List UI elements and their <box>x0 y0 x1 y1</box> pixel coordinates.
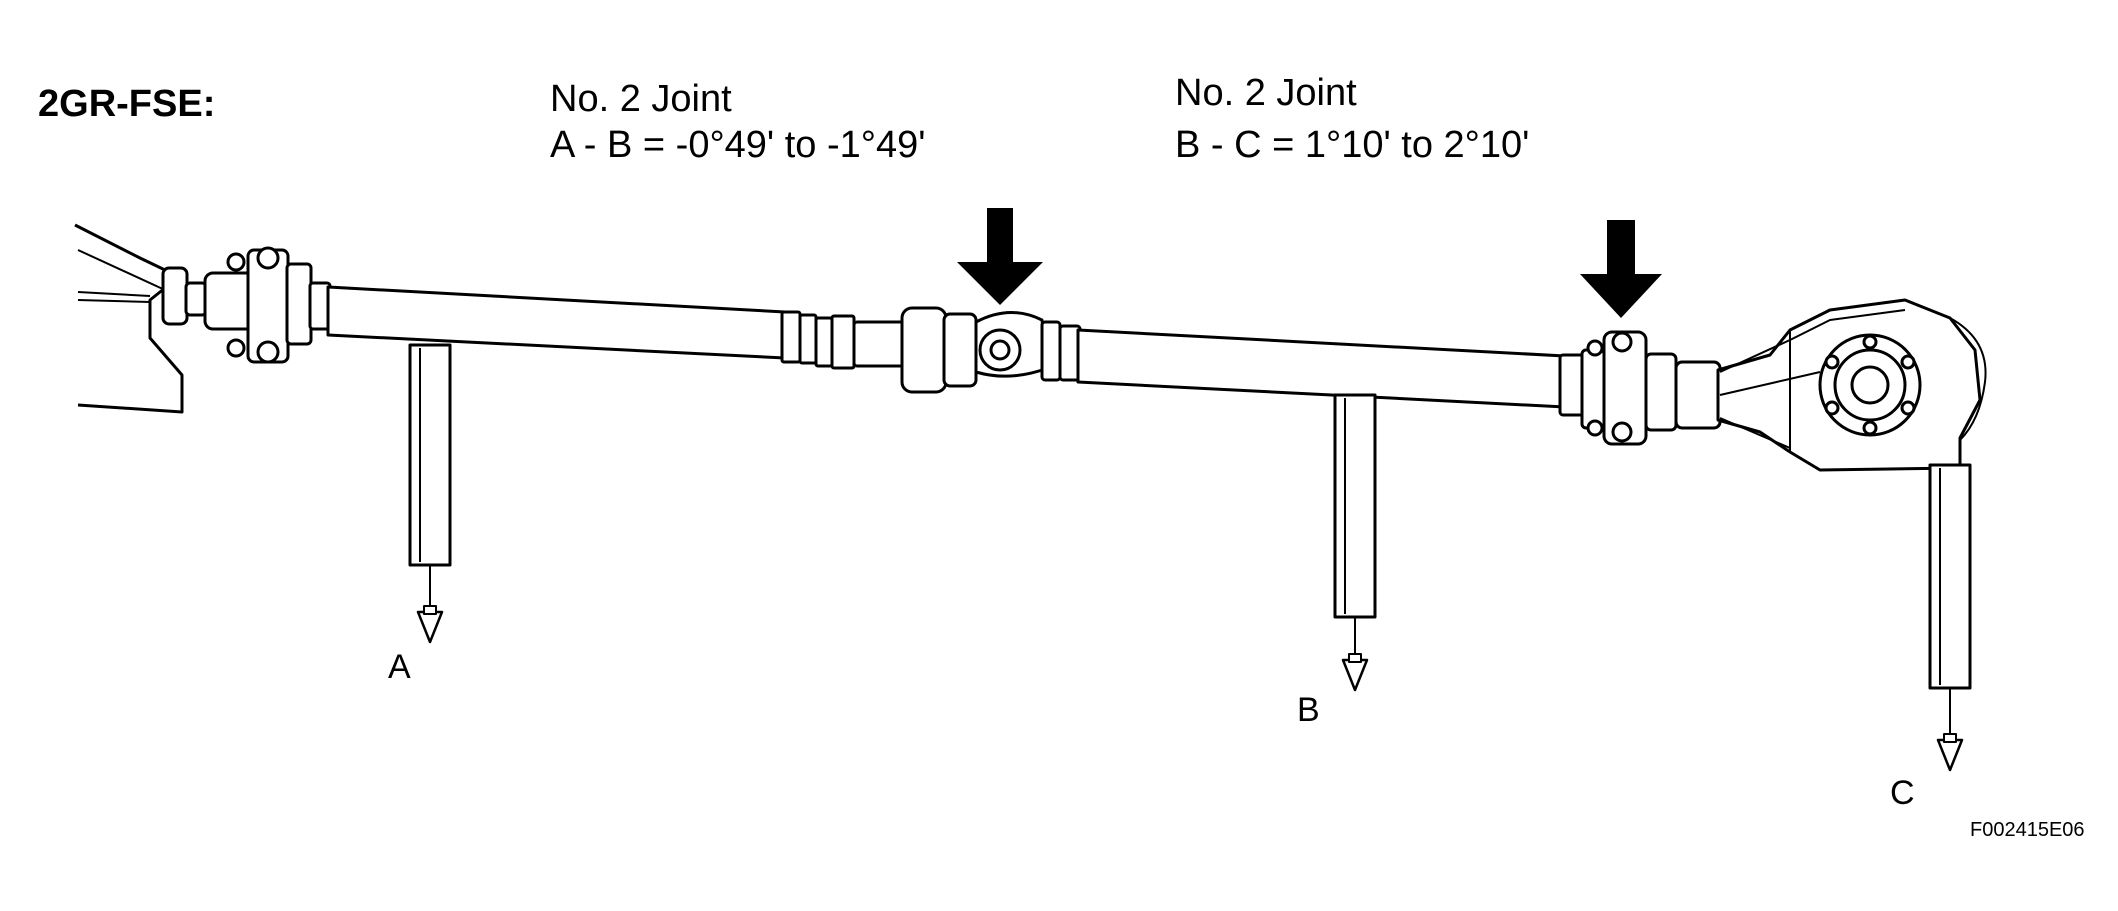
front-propeller-shaft <box>326 285 906 370</box>
engine-label: 2GR-FSE: <box>38 83 216 125</box>
inclinometer-b <box>1333 393 1377 692</box>
rear-flange-joint <box>1580 330 1722 446</box>
inclinometer-a <box>408 343 452 644</box>
front-joint-title: No. 2 Joint <box>550 78 732 120</box>
center-flange-joint <box>900 306 1082 394</box>
front-joint-arrow <box>957 208 1043 305</box>
rear-joint-arrow <box>1580 220 1662 318</box>
front-joint-angle-spec: A - B = -0°49' to -1°49' <box>550 124 926 166</box>
rear-joint-title: No. 2 Joint <box>1175 72 1357 114</box>
front-flange-joint <box>161 246 332 364</box>
point-b-label: B <box>1297 691 1320 729</box>
inclinometer-c <box>1928 463 1972 772</box>
figure-code: F002415E06 <box>1970 819 2085 841</box>
differential-carrier <box>1716 298 1987 472</box>
point-a-label: A <box>388 648 411 686</box>
rear-joint-angle-spec: B - C = 1°10' to 2°10' <box>1175 124 1530 166</box>
rear-propeller-shaft <box>1076 328 1586 417</box>
point-c-label: C <box>1890 774 1915 812</box>
transmission-housing <box>74 223 184 414</box>
